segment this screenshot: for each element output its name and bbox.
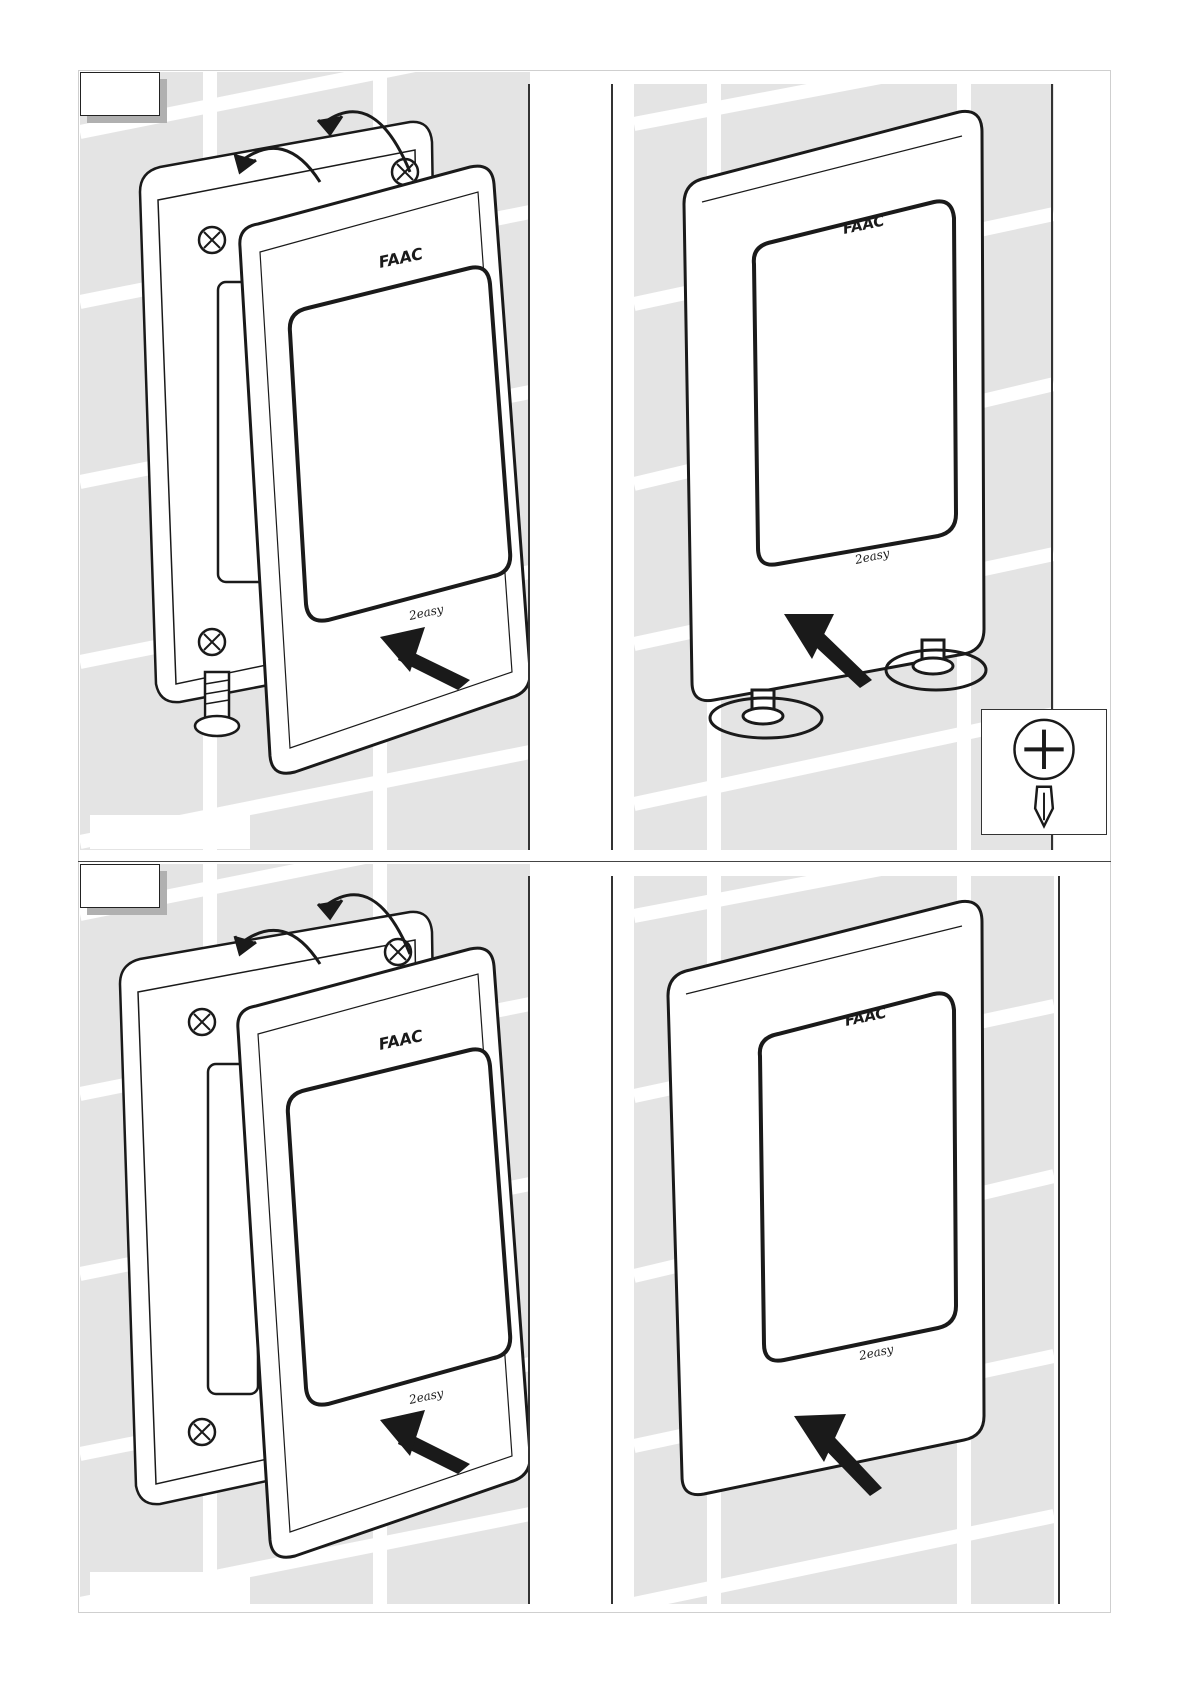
- step-label-box-2: [80, 864, 160, 908]
- tool-inset: [981, 709, 1107, 835]
- wall-edge-line: [528, 876, 530, 1604]
- illustration-fit-cover: FAAC 2easy: [80, 72, 530, 850]
- caption-mask: [90, 815, 250, 849]
- closed-enclosure: FAAC 2easy: [668, 901, 984, 1494]
- wall-edge-line: [528, 84, 530, 850]
- panel-bottom-right: FAAC 2easy: [634, 876, 1054, 1604]
- panel-bottom-left: FAAC 2easy: [80, 864, 530, 1604]
- panel-top-left: FAAC 2easy: [80, 72, 530, 850]
- wall-edge-line: [1058, 876, 1060, 1604]
- illustration-cover-closed: FAAC 2easy: [634, 876, 1054, 1604]
- phillips-screwdriver-icon: [982, 710, 1106, 834]
- panel-separator: [611, 84, 613, 850]
- panel-separator: [611, 876, 613, 1604]
- illustration-cover-open: FAAC 2easy: [80, 864, 530, 1604]
- row-divider: [78, 861, 1111, 862]
- front-cover: FAAC 2easy: [240, 166, 530, 773]
- caption-mask: [90, 1572, 250, 1604]
- step-label-box-1: [80, 72, 160, 116]
- closed-enclosure: FAAC 2easy: [684, 111, 984, 724]
- front-cover: FAAC 2easy: [238, 948, 530, 1557]
